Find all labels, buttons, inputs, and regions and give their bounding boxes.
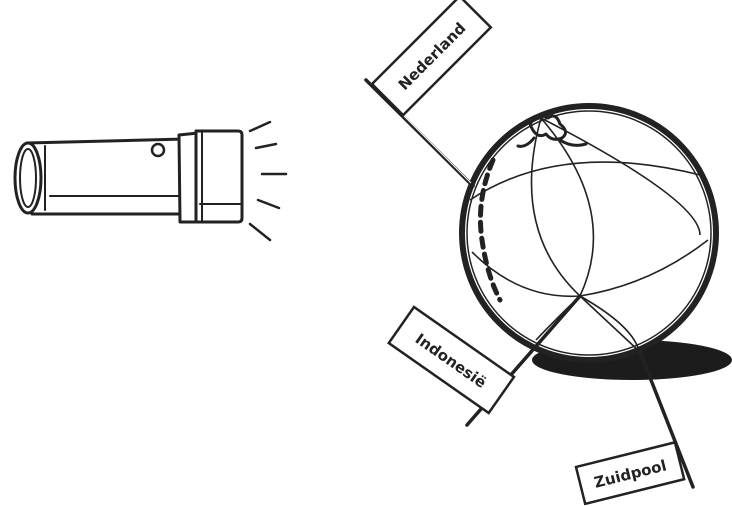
flag-south-pole: Zuidpool (574, 350, 695, 506)
flag-netherlands: Nederland (364, 0, 493, 188)
globe-icon (459, 103, 719, 363)
flashlight-icon (13, 129, 244, 224)
light-rays (248, 120, 288, 242)
